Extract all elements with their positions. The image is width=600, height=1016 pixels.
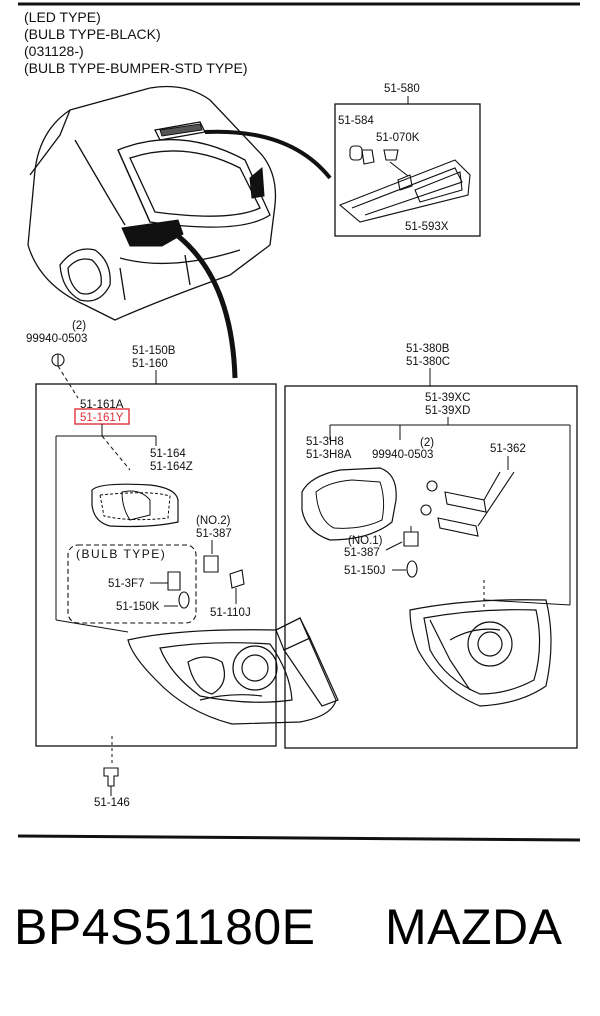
left-bulb-3f7-drawing <box>167 571 181 591</box>
part-number: BP4S51180E <box>14 899 316 955</box>
right-no1: (NO.1) <box>348 535 383 547</box>
right-assy-a: 51-380B <box>406 343 450 355</box>
rear-lamp-right-highlight <box>249 166 265 199</box>
left-screw-dash <box>57 365 79 399</box>
left-bracket-a: 51-161A <box>80 399 124 411</box>
right-gasket-drawing <box>301 467 397 541</box>
left-bulb-150k: 51-150K <box>116 601 160 613</box>
right-cover-a: 51-39XC <box>425 392 470 404</box>
right-gasket-a: 51-3H8 <box>306 436 344 448</box>
left-screw-drawing <box>51 353 65 367</box>
bulb-type-title: (BULB TYPE) <box>76 547 166 561</box>
car-rear-illustration <box>27 85 277 321</box>
right-bracket-drawing <box>437 471 515 537</box>
rear-lamp-left-highlight <box>121 219 184 247</box>
right-bulb-150j: 51-150J <box>344 565 386 577</box>
brand-name: MAZDA <box>385 899 563 955</box>
left-bracket-dash <box>101 435 131 471</box>
right-gasket-b: 51-3H8A <box>306 449 352 461</box>
leader-curve-top <box>204 129 332 180</box>
right-socket-387: 51-387 <box>344 547 380 559</box>
left-socket-387: 51-387 <box>196 528 232 540</box>
left-clip-drawing <box>103 767 119 787</box>
left-clip: 51-146 <box>94 797 130 809</box>
inset-lens-label: 51-593X <box>405 221 449 233</box>
right-bracket: 51-362 <box>490 443 526 455</box>
right-group-box <box>284 385 578 749</box>
left-screw: 99940-0503 <box>26 333 87 345</box>
left-gasket-cutout <box>121 490 151 521</box>
right-qty: (2) <box>420 437 434 449</box>
left-no2: (NO.2) <box>196 515 231 527</box>
left-assy-b: 51-160 <box>132 358 168 370</box>
left-bulb-150k-drawing <box>178 591 190 609</box>
left-qty: (2) <box>72 320 86 332</box>
right-gasket-inner <box>315 479 385 529</box>
inset-box <box>334 103 481 237</box>
bottom-rule <box>17 834 581 842</box>
right-cover-b: 51-39XD <box>425 405 470 417</box>
left-bulb-110j: 51-110J <box>210 607 251 619</box>
inset-socket-label: 51-070K <box>376 132 420 144</box>
inset-parts <box>338 145 471 223</box>
leader-curve-bottom <box>176 234 238 379</box>
inset-bulb-label: 51-584 <box>338 115 374 127</box>
left-tail-lamp <box>127 617 339 725</box>
right-socket-leader <box>385 541 403 551</box>
high-mount-lamp-highlight <box>159 123 203 137</box>
right-assy-b: 51-380C <box>406 356 450 368</box>
left-gasket-drawing <box>91 483 179 528</box>
left-group-box <box>35 383 277 747</box>
header-note-2: (BULB TYPE-BLACK) <box>24 26 161 42</box>
header-note-3: (031128-) <box>24 43 84 59</box>
left-gasket-inner <box>99 492 171 521</box>
header-note-1: (LED TYPE) <box>24 9 101 25</box>
right-tail-lamp <box>409 599 552 707</box>
left-inner-bottom <box>55 619 129 633</box>
right-bulb-drawing <box>406 560 418 578</box>
inset-main-label: 51-580 <box>384 83 420 95</box>
right-screws <box>420 480 438 516</box>
header-note-4: (BULB TYPE-BUMPER-STD TYPE) <box>24 60 248 76</box>
left-bracket-b: 51-161Y <box>80 412 124 424</box>
left-socket-drawing <box>203 555 219 573</box>
left-gasket-a: 51-164 <box>150 448 186 460</box>
right-inner-bottom <box>483 599 571 606</box>
right-socket-drawing <box>403 531 419 547</box>
bulb-type-box <box>67 544 197 624</box>
right-screw: 99940-0503 <box>372 449 433 461</box>
left-bulb-3f7: 51-3F7 <box>108 578 144 590</box>
left-assy-a: 51-150B <box>132 345 176 357</box>
left-gasket-b: 51-164Z <box>150 461 193 473</box>
left-bulb-110j-drawing <box>229 569 245 589</box>
